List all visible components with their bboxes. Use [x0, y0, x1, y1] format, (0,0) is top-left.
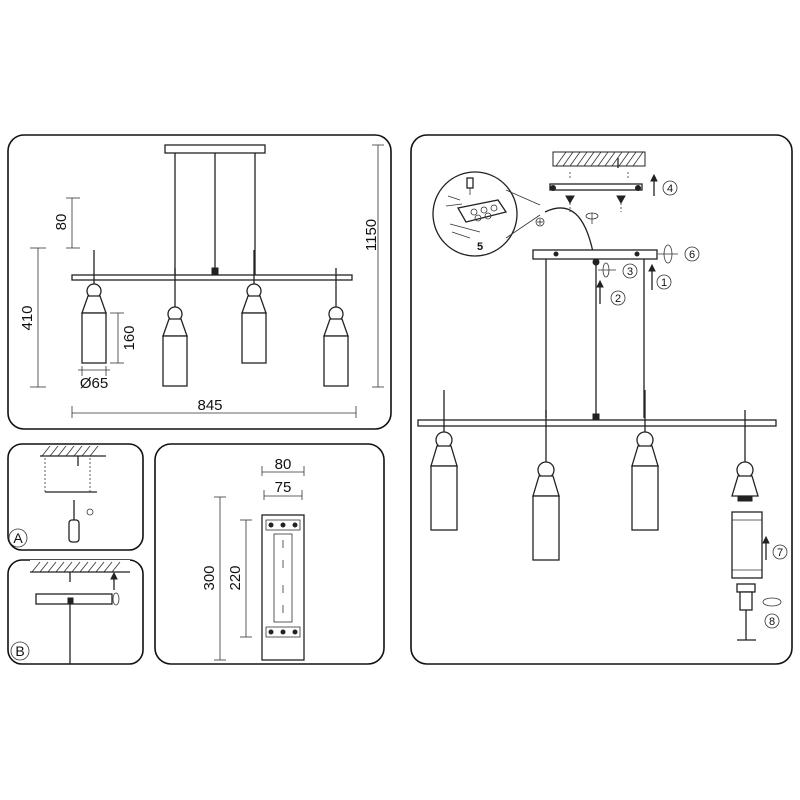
dim-bracket-height: 300	[201, 565, 218, 590]
panel-b-label: B	[15, 643, 24, 659]
dim-shade-diameter: Ø65	[80, 375, 108, 392]
step-8-label: 8	[769, 616, 775, 628]
step-7-label: 7	[777, 547, 783, 559]
step-1-label: 1	[661, 277, 667, 289]
dim-bar-height: 410	[19, 305, 36, 330]
dim-bracket-inner-width: 75	[275, 479, 292, 496]
dim-overall-height: 1150	[363, 219, 380, 251]
dim-shade-height: 160	[121, 325, 138, 350]
assembly-panel: 4 5 6 3	[410, 134, 793, 665]
dimension-panel: 80 410 160 Ø65 845 1150	[7, 134, 392, 430]
step-3-label: 3	[627, 266, 633, 278]
dim-bracket-inner-height: 220	[227, 565, 244, 590]
detail-panel-a: A	[7, 443, 144, 551]
detail-panel-b: B	[7, 559, 144, 665]
panel-a-label: A	[13, 530, 23, 546]
step-2-label: 2	[615, 293, 621, 305]
step-5-label: 5	[477, 241, 483, 253]
dim-canopy-height: 80	[53, 214, 70, 231]
step-6-label: 6	[689, 249, 695, 261]
step-4-label: 4	[667, 183, 673, 195]
bracket-panel: 80 75 300 220	[154, 443, 385, 665]
dim-overall-width: 845	[197, 397, 222, 414]
dim-bracket-outer-width: 80	[275, 456, 292, 473]
